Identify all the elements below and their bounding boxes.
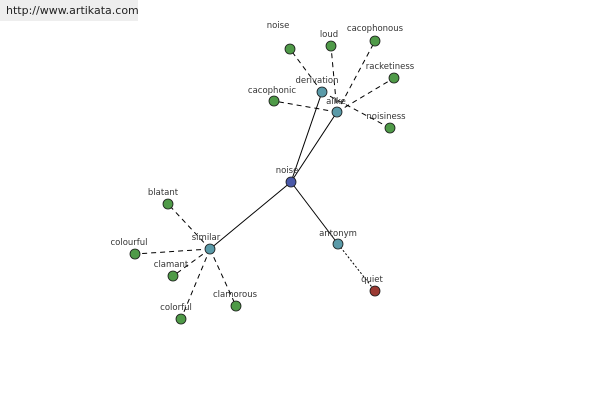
edge-derivation-noisiness (321, 91, 391, 129)
node-label-noise_center: noise (276, 166, 299, 176)
node-label-colourful: colourful (110, 238, 147, 248)
node-blatant[interactable]: blatant (148, 188, 179, 210)
node-label-cacophonic: cacophonic (248, 86, 296, 96)
node-circle-racketiness[interactable] (388, 72, 400, 84)
node-derivation[interactable]: derivation (295, 76, 339, 98)
node-label-similar: similar (192, 233, 221, 243)
node-circle-similar[interactable] (204, 243, 216, 255)
edge-noise_center-alike (290, 111, 338, 183)
node-label-clamorous: clamorous (213, 290, 258, 300)
node-circle-cacophonic[interactable] (268, 95, 280, 107)
node-label-racketiness: racketiness (366, 62, 415, 72)
node-cacophonous[interactable]: cacophonous (347, 24, 404, 47)
nodes-layer: noise derivation alike similar antonym noise l… (110, 21, 415, 325)
node-circle-quiet[interactable] (369, 285, 381, 297)
edge-alike-cacophonous (336, 40, 376, 113)
node-circle-loud[interactable] (325, 40, 337, 52)
node-noisiness[interactable]: noisiness (366, 112, 406, 134)
node-noise[interactable]: noise (267, 21, 296, 55)
node-label-derivation: derivation (295, 76, 338, 86)
node-clamorous[interactable]: clamorous (213, 290, 258, 312)
edges-layer (134, 40, 395, 320)
node-circle-colourful[interactable] (129, 248, 141, 260)
node-circle-noise_center[interactable] (285, 176, 297, 188)
node-label-loud: loud (320, 30, 338, 40)
node-circle-clamorous[interactable] (230, 300, 242, 312)
node-circle-noisiness[interactable] (384, 122, 396, 134)
node-cacophonic[interactable]: cacophonic (248, 86, 296, 107)
node-noise_center[interactable]: noise (276, 166, 299, 188)
node-circle-cacophonous[interactable] (369, 35, 381, 47)
node-circle-antonym[interactable] (332, 238, 344, 250)
edge-similar-blatant (167, 203, 211, 250)
node-label-colorful: colorful (160, 303, 192, 313)
node-colourful[interactable]: colourful (110, 238, 148, 260)
edge-noise_center-derivation (290, 91, 323, 183)
edge-alike-loud (330, 45, 338, 113)
node-racketiness[interactable]: racketiness (366, 62, 415, 84)
node-label-noise: noise (267, 21, 290, 31)
edge-similar-colorful (180, 248, 211, 320)
watermark-url[interactable]: http://www.artikata.com (0, 0, 139, 21)
edge-similar-clamant (172, 248, 211, 277)
edge-similar-colourful (134, 248, 211, 255)
node-quiet[interactable]: quiet (361, 275, 384, 297)
node-label-antonym: antonym (319, 229, 357, 239)
node-label-blatant: blatant (148, 188, 179, 198)
node-alike[interactable]: alike (326, 97, 346, 118)
edge-alike-cacophonic (273, 100, 338, 113)
node-circle-noise[interactable] (284, 43, 296, 55)
node-label-cacophonous: cacophonous (347, 24, 404, 34)
node-circle-clamant[interactable] (167, 270, 179, 282)
edge-similar-clamorous (209, 248, 237, 307)
node-circle-derivation[interactable] (316, 86, 328, 98)
node-colorful[interactable]: colorful (160, 303, 192, 325)
node-loud[interactable]: loud (320, 30, 338, 52)
node-label-clamant: clamant (154, 260, 189, 270)
edge-noise_center-similar (209, 181, 292, 250)
edge-antonym-quiet (337, 243, 376, 292)
edge-noise_center-antonym (290, 181, 339, 245)
node-similar[interactable]: similar (192, 233, 221, 255)
node-antonym[interactable]: antonym (319, 229, 357, 250)
node-circle-colorful[interactable] (175, 313, 187, 325)
node-clamant[interactable]: clamant (154, 260, 189, 282)
node-label-quiet: quiet (361, 275, 383, 285)
node-label-alike: alike (326, 97, 346, 107)
node-circle-blatant[interactable] (162, 198, 174, 210)
node-circle-alike[interactable] (331, 106, 343, 118)
node-label-noisiness: noisiness (366, 112, 406, 122)
edge-alike-racketiness (336, 77, 395, 113)
